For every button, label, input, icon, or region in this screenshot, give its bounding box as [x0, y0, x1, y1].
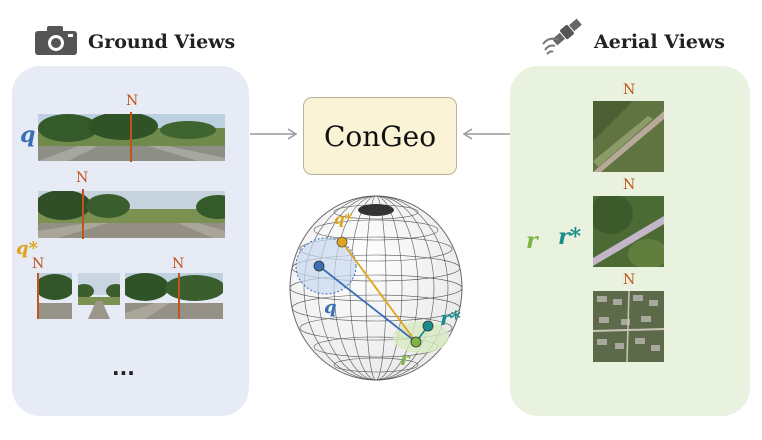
- north-label-aerial-3: N: [623, 272, 636, 288]
- ground-crop-3: [125, 273, 223, 319]
- ground-views-title: Ground Views: [88, 31, 236, 53]
- north-label-aerial-2: N: [623, 177, 636, 193]
- aerial-image-2: [593, 196, 664, 267]
- camera-icon: [34, 24, 78, 56]
- aerial-label-r: r: [526, 228, 538, 254]
- north-label-q2: N: [76, 170, 89, 186]
- aerial-image-3: [593, 291, 664, 362]
- arrow-aerial-to-model: [458, 126, 510, 142]
- aerial-label-r-star: r*: [558, 224, 582, 250]
- ground-crop-1: [37, 273, 72, 319]
- positive-query-label: q*: [16, 238, 38, 259]
- north-line-crop-3: [178, 273, 180, 319]
- embedding-sphere: [286, 192, 466, 388]
- query-label: q: [20, 122, 36, 148]
- aerial-views-title: Aerial Views: [594, 31, 725, 53]
- north-label-crop-3: N: [172, 256, 185, 272]
- congeo-model-box: ConGeo: [303, 97, 457, 175]
- sphere-label-q-star: q*: [334, 210, 353, 228]
- ground-crop-2: [78, 273, 120, 319]
- north-label-q: N: [126, 93, 139, 109]
- north-line-q: [130, 112, 132, 162]
- north-line-q2: [82, 189, 84, 239]
- sphere-label-r: r: [400, 349, 410, 370]
- north-label-crop-1: N: [32, 256, 45, 272]
- sphere-label-r-star: r*: [440, 306, 461, 330]
- satellite-icon: [541, 16, 585, 56]
- north-line-crop-1: [37, 273, 39, 319]
- ground-panorama-2: [38, 191, 225, 238]
- ellipsis: ...: [112, 356, 135, 380]
- sphere-label-q: q: [324, 297, 337, 318]
- arrow-ground-to-model: [250, 126, 302, 142]
- aerial-image-1: [593, 101, 664, 172]
- north-label-aerial-1: N: [623, 82, 636, 98]
